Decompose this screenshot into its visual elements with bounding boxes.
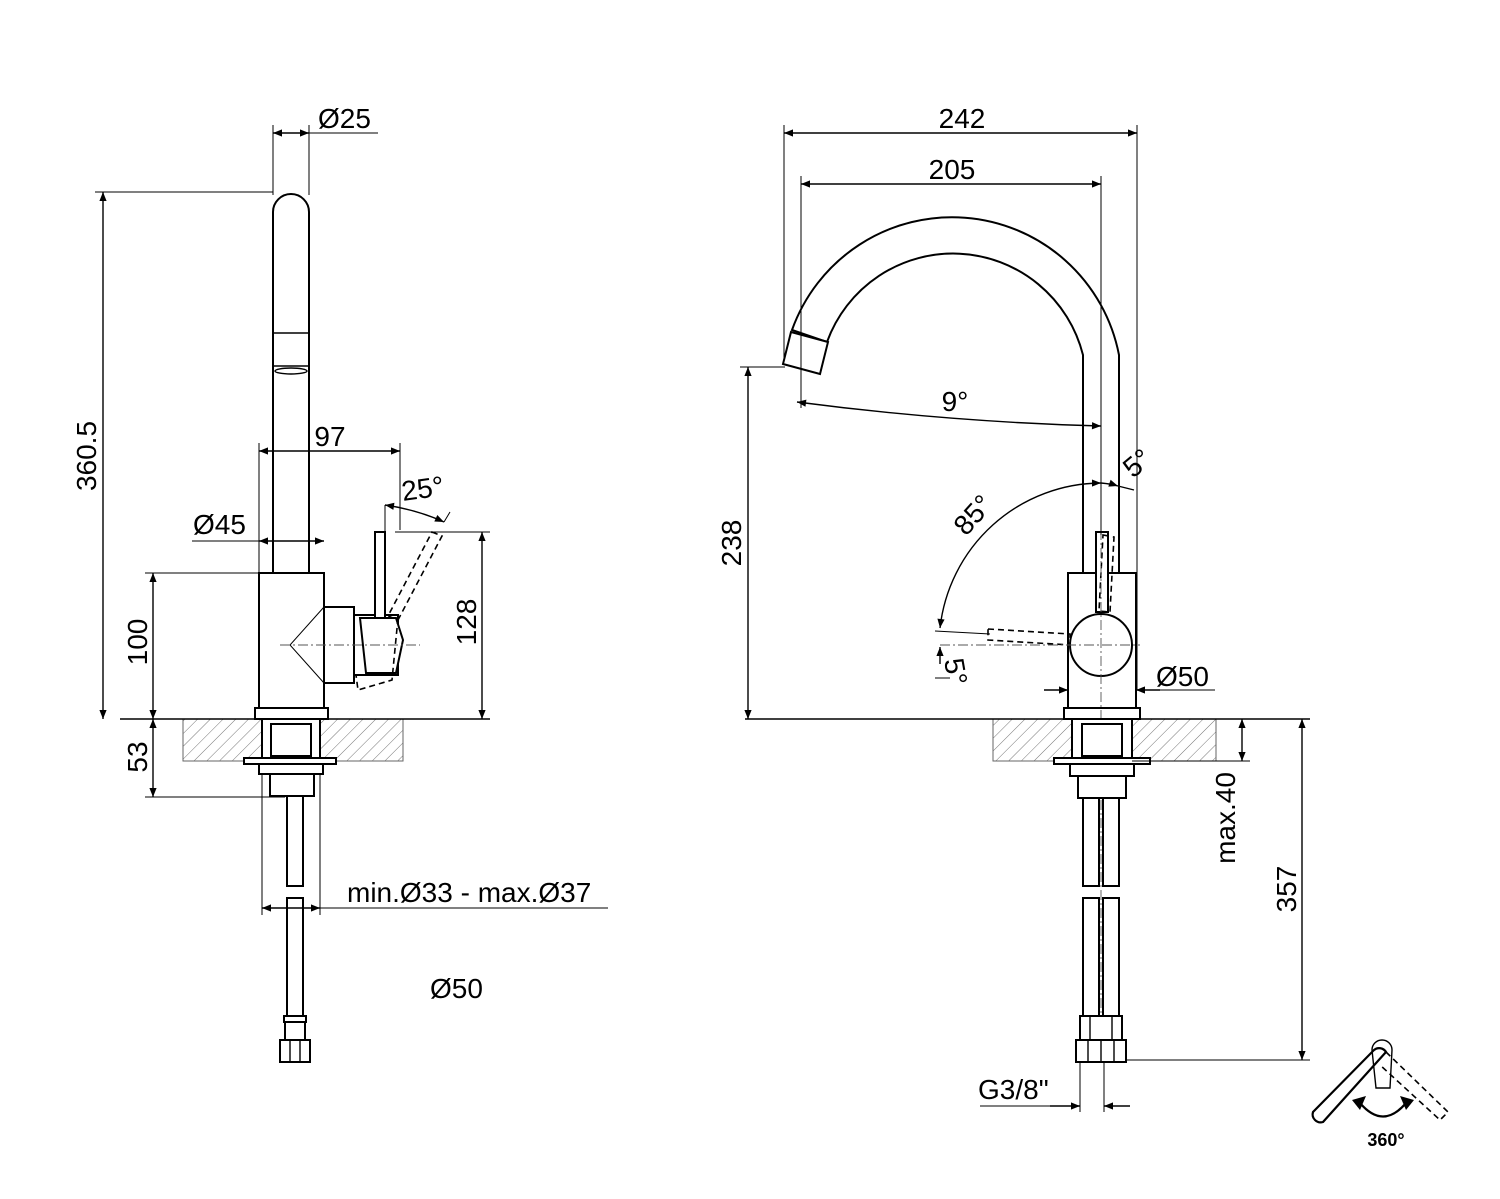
dim-below-deck: 53 xyxy=(122,741,153,772)
dim-total-reach: 242 xyxy=(939,103,986,134)
dim-lever-reach: 97 xyxy=(314,421,345,452)
dim-thread: G3/8" xyxy=(978,1074,1049,1105)
dim-hole-range: min.Ø33 - max.Ø37 xyxy=(347,877,591,908)
spout-pipe-left xyxy=(272,193,310,574)
right-front-view: 242 205 9° 238 5° 85° 5° Ø50 max.40 xyxy=(716,103,1310,1112)
mixer-body-left xyxy=(258,572,325,711)
dim-deck-thickness: max.40 xyxy=(1210,772,1241,864)
dim-lever-angle: 25° xyxy=(400,470,446,507)
dim-body-diameter-right: Ø50 xyxy=(1156,661,1209,692)
dim-hose-length: 357 xyxy=(1271,866,1302,913)
left-side-view: Ø25 360.5 97 25° Ø45 100 128 53 xyxy=(71,103,608,1063)
rotation-360-icon: 360° xyxy=(1311,1039,1450,1150)
hose-left-lower xyxy=(286,897,304,1017)
dim-lever-top-angle: 5° xyxy=(1117,443,1157,484)
dim-base-diameter: Ø50 xyxy=(430,973,483,1004)
hose-left-upper xyxy=(286,795,304,887)
dim-spout-angle: 9° xyxy=(942,386,969,417)
dim-lever-bottom-angle: 5° xyxy=(938,656,973,688)
dim-lever-height: 128 xyxy=(451,599,482,646)
dim-lever-swing: 85° xyxy=(947,489,998,541)
rotation-label: 360° xyxy=(1367,1130,1404,1150)
dim-body-height: 100 xyxy=(122,619,153,666)
dim-spout-diameter: Ø25 xyxy=(318,103,371,134)
lever-left xyxy=(374,531,386,619)
spout-tip xyxy=(781,330,830,376)
dim-body-diameter: Ø45 xyxy=(193,509,246,540)
dim-total-height: 360.5 xyxy=(71,421,102,491)
dim-outlet-height: 238 xyxy=(716,520,747,567)
dim-spout-reach: 205 xyxy=(929,154,976,185)
